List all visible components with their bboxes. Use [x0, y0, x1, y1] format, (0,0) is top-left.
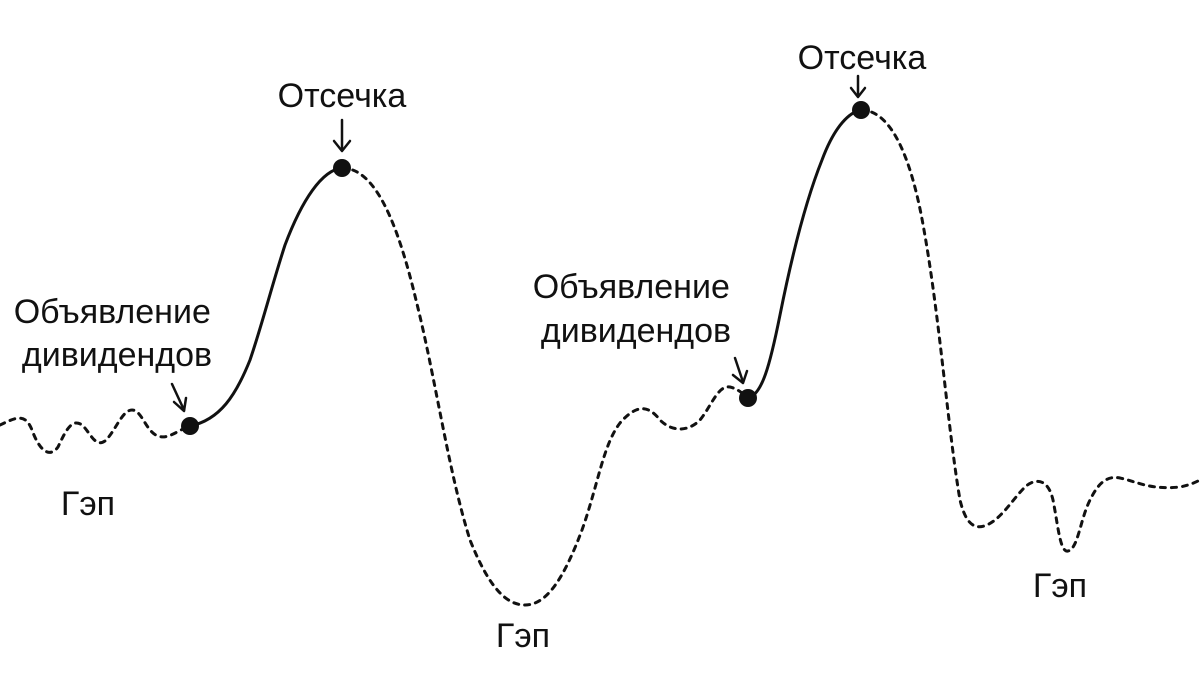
announcement-arrow-2	[731, 356, 749, 385]
announcement-label-2-line-1: Объявление	[533, 268, 730, 306]
cutoff-point-2	[852, 101, 870, 119]
cutoff-label-1: Отсечка	[278, 77, 407, 115]
announcement-label-2: Объявление дивидендов	[533, 268, 740, 350]
price-line-post-cutoff-2	[859, 108, 1200, 553]
cutoff-point-1	[333, 159, 351, 177]
price-line-pre-announcement-1	[0, 408, 192, 454]
cutoff-arrow-2	[849, 74, 867, 99]
announcement-point-2	[739, 389, 757, 407]
price-line-rise-1	[188, 166, 344, 428]
price-line-rise-2	[746, 108, 863, 400]
announcement-point-1	[181, 417, 199, 435]
gap-label-2: Гэп	[496, 617, 550, 655]
announcement-label-1-line-2: дивидендов	[22, 336, 212, 374]
announcement-label-1-line-1: Объявление	[14, 293, 211, 331]
gap-label-3: Гэп	[1033, 567, 1087, 605]
cutoff-label-2: Отсечка	[798, 39, 927, 77]
gap-label-1: Гэп	[61, 485, 115, 523]
announcement-label-2-line-2: дивидендов	[541, 312, 731, 350]
announcement-label-1: Объявление дивидендов	[14, 293, 221, 374]
cutoff-arrow-1	[332, 118, 352, 153]
price-line-post-cutoff-1	[340, 166, 750, 607]
announcement-arrow-1	[170, 382, 188, 413]
